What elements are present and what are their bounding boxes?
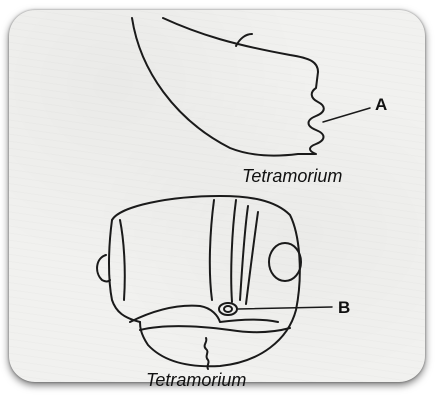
caption-top: Tetramorium [242, 166, 342, 187]
antennal-socket [219, 303, 237, 315]
rugae-wavy-line [309, 72, 324, 154]
leader-line-b [238, 307, 332, 309]
scrobe-outer [246, 212, 258, 304]
node-back-outline [163, 18, 318, 72]
frontal-carina-right [231, 200, 236, 302]
frontal-carina-left [210, 200, 214, 300]
cheek-ridge [120, 220, 125, 300]
clypeus-lower [140, 326, 290, 332]
antennal-socket-inner [224, 306, 232, 312]
right-eye [269, 243, 301, 281]
leader-line-a [323, 108, 370, 122]
scrobe-inner [240, 206, 248, 300]
caption-bottom: Tetramorium [146, 370, 246, 391]
clypeal-carina [205, 338, 209, 369]
petiole-outline [132, 18, 315, 156]
label-a: A [375, 95, 387, 115]
label-b: B [338, 298, 350, 318]
